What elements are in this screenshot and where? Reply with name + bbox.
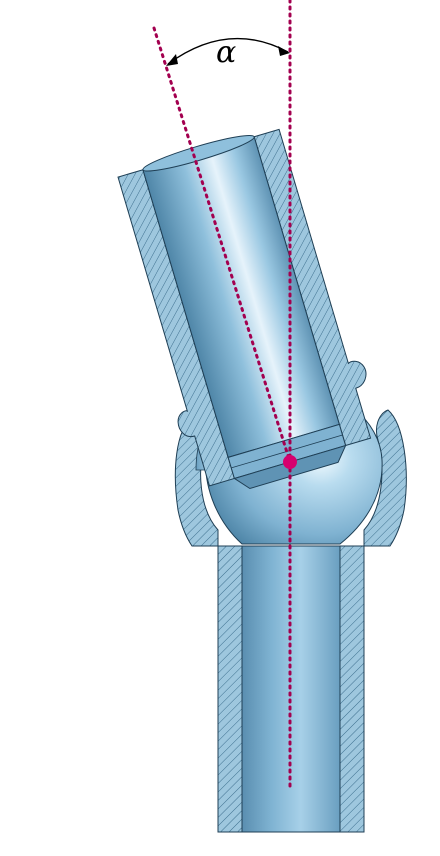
- arrow-left-icon: [166, 54, 178, 66]
- lower-tube-wall-right: [339, 545, 365, 833]
- angle-arc: [167, 37, 289, 65]
- upper-tube-wall-left: [117, 169, 236, 487]
- upper-tube-opening: [142, 134, 255, 172]
- arrow-right-icon: [278, 46, 290, 56]
- upper-tube-wall-right: [253, 128, 372, 447]
- lower-tube-wall-left: [217, 545, 243, 833]
- pivot-point: [283, 455, 297, 469]
- tilted-axis-line: [152, 26, 292, 464]
- angle-indicator: α: [166, 35, 290, 70]
- upper-tilted-tube: [117, 128, 372, 490]
- socket-section-right: [363, 409, 407, 547]
- angle-label: α: [216, 35, 236, 70]
